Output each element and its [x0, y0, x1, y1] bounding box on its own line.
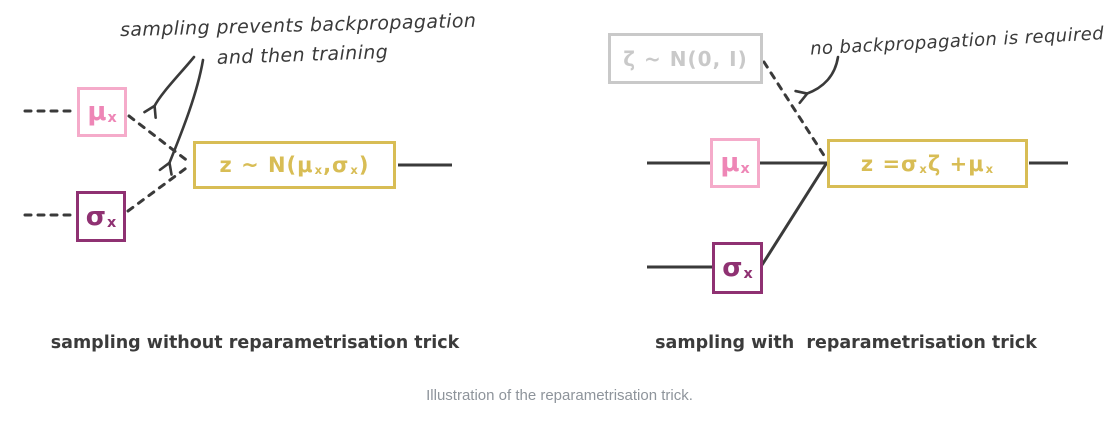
annotation-sampling-prevents-line1: sampling prevents backpropagation	[119, 9, 477, 42]
formula-subscript: x	[985, 161, 995, 176]
right-panel-label: sampling with reparametrisation trick	[655, 333, 1037, 353]
formula-segment: μ	[968, 151, 985, 176]
formula-subscript: x	[314, 163, 324, 178]
formula-segment: σ	[332, 153, 350, 177]
dashed-mu-to-z-left	[127, 114, 191, 164]
formula-segment: z ~ N(	[219, 153, 298, 177]
formula-segment: σ	[85, 201, 106, 232]
figure-caption: Illustration of the reparametrisation tr…	[426, 387, 693, 404]
formula-segment: z =	[860, 151, 902, 176]
formula-subscript: x	[107, 214, 117, 231]
formula-subscript: x	[740, 161, 750, 178]
annotation-sampling-prevents-line2: and then training	[216, 41, 389, 69]
formula-segment: σ	[901, 151, 919, 176]
formula-segment: σ	[722, 253, 743, 283]
formula-segment: μ	[87, 97, 107, 127]
formula-segment: ,	[323, 153, 333, 177]
formula-segment: ζ +	[927, 151, 969, 176]
formula-subscript: x	[350, 163, 359, 178]
formula-subscript: x	[919, 161, 928, 176]
left-panel-label: sampling without reparametrisation trick	[50, 333, 460, 353]
formula-segment: )	[358, 153, 370, 177]
dashed-sigma-to-z-left	[126, 164, 191, 213]
sigma-to-z-line-right	[760, 163, 828, 266]
dashed-zeta-to-z-right	[762, 60, 827, 159]
formula-subscript: x	[107, 110, 117, 127]
formula-subscript: x	[743, 266, 753, 283]
formula-segment: μ	[720, 148, 740, 178]
annotation-no-backprop: no backpropagation is required	[809, 23, 1105, 60]
formula-segment: μ	[297, 153, 314, 177]
zeta-box: ζ ~ N(0, I)	[608, 33, 763, 84]
curved-arrow-right	[794, 55, 840, 105]
